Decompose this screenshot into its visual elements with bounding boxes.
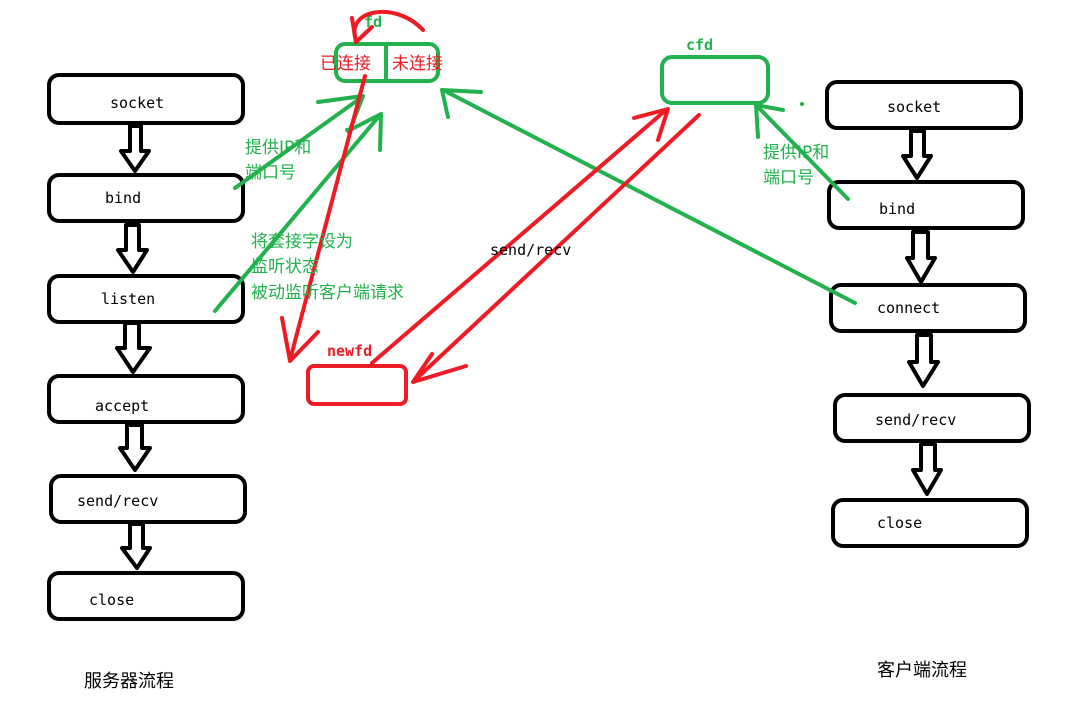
- client-bind-to-cfd-arrowhead: [754, 103, 785, 139]
- server-listen-note-line-3: 被动监听客户端请求: [251, 283, 404, 303]
- server-bind-note-line-1: 提供IP和: [245, 138, 311, 158]
- server-arrow-3: [115, 321, 152, 374]
- server-listen-to-fd-arrowhead: [346, 112, 383, 152]
- client-bind-to-cfd-arrow: [755, 104, 850, 201]
- server-step-close: close: [47, 571, 245, 621]
- client-step-socket: socket: [825, 80, 1023, 130]
- queue-loop-arrowhead: [350, 16, 374, 44]
- client-connect-to-fd-arrow: [443, 89, 857, 305]
- red-arrows: [280, 74, 701, 384]
- server-caption: 服务器流程: [84, 671, 174, 692]
- client-bind-note-line-1: 提供IP和: [763, 143, 829, 163]
- client-step-close-label: close: [877, 514, 922, 532]
- client-step-send-recv: send/recv: [833, 393, 1031, 443]
- client-step-connect: connect: [829, 283, 1027, 333]
- newfd-to-cfd-arrowhead: [632, 107, 670, 142]
- server-arrow-1: [119, 124, 151, 173]
- newfd-to-cfd-arrow: [370, 108, 668, 365]
- server-step-socket: socket: [47, 73, 245, 125]
- client-connect-to-fd-arrowhead: [440, 88, 483, 119]
- client-arrow-1: [901, 129, 933, 180]
- client-step-connect-label: connect: [877, 299, 940, 317]
- fd-to-newfd-arrow: [288, 74, 367, 362]
- fd-to-newfd-arrowhead: [280, 316, 320, 363]
- annotations: 提供IP和 端口号 将套接字设为 监听状态 被动监听客户端请求 提供IP和 端口…: [245, 138, 829, 303]
- new-fd: newfd: [306, 342, 408, 406]
- server-listen-note-line-2: 监听状态: [251, 257, 319, 277]
- server-step-accept-label: accept: [95, 397, 149, 415]
- client-arrow-3: [907, 333, 940, 388]
- server-bind-note-line-2: 端口号: [245, 163, 296, 183]
- client-arrow-2: [905, 230, 937, 284]
- server-step-bind-label: bind: [105, 189, 141, 207]
- green-arrows: [213, 88, 857, 313]
- server-listen-to-fd-arrow: [213, 113, 382, 313]
- client-bind-note-line-2: 端口号: [763, 168, 814, 188]
- client-step-socket-label: socket: [887, 98, 941, 116]
- client-fd: cfd: [660, 36, 770, 105]
- listen-fd-unconnected-queue: 未连接: [392, 54, 443, 74]
- stray-dot-1: [800, 102, 804, 106]
- server-step-bind: bind: [47, 173, 245, 223]
- server-arrow-5: [120, 522, 152, 570]
- server-flow: socket bind listen accept send/recv clos…: [47, 73, 247, 692]
- client-step-close: close: [831, 498, 1029, 548]
- listen-fd: fd 已连接 未连接: [320, 9, 443, 83]
- server-step-close-label: close: [89, 591, 134, 609]
- server-step-send-recv-label: send/recv: [77, 492, 158, 510]
- server-bind-to-fd-arrow: [233, 95, 364, 190]
- server-step-listen: listen: [47, 274, 245, 324]
- server-arrow-2: [116, 223, 149, 274]
- client-fd-label: cfd: [686, 36, 713, 54]
- listen-fd-label: fd: [364, 13, 382, 31]
- client-arrow-4: [911, 442, 943, 496]
- client-flow: socket bind connect send/recv close 客户端流…: [825, 80, 1031, 681]
- server-step-listen-label: listen: [101, 290, 155, 308]
- client-step-bind: bind: [827, 180, 1025, 230]
- cfd-to-newfd-arrowhead: [411, 352, 468, 384]
- transfer-label: send/recv: [490, 241, 571, 259]
- server-step-accept: accept: [47, 374, 245, 424]
- server-step-socket-label: socket: [110, 94, 164, 112]
- client-caption: 客户端流程: [877, 660, 967, 681]
- new-fd-label: newfd: [327, 342, 372, 360]
- server-listen-note-line-1: 将套接字设为: [251, 232, 353, 252]
- cfd-to-newfd-arrow: [412, 113, 701, 383]
- server-arrow-4: [118, 423, 152, 472]
- stray-dot-2: [345, 128, 349, 132]
- client-step-send-recv-label: send/recv: [875, 411, 956, 429]
- client-step-bind-label: bind: [879, 200, 915, 218]
- server-step-send-recv: send/recv: [49, 474, 247, 524]
- listen-fd-connected-queue: 已连接: [320, 54, 371, 74]
